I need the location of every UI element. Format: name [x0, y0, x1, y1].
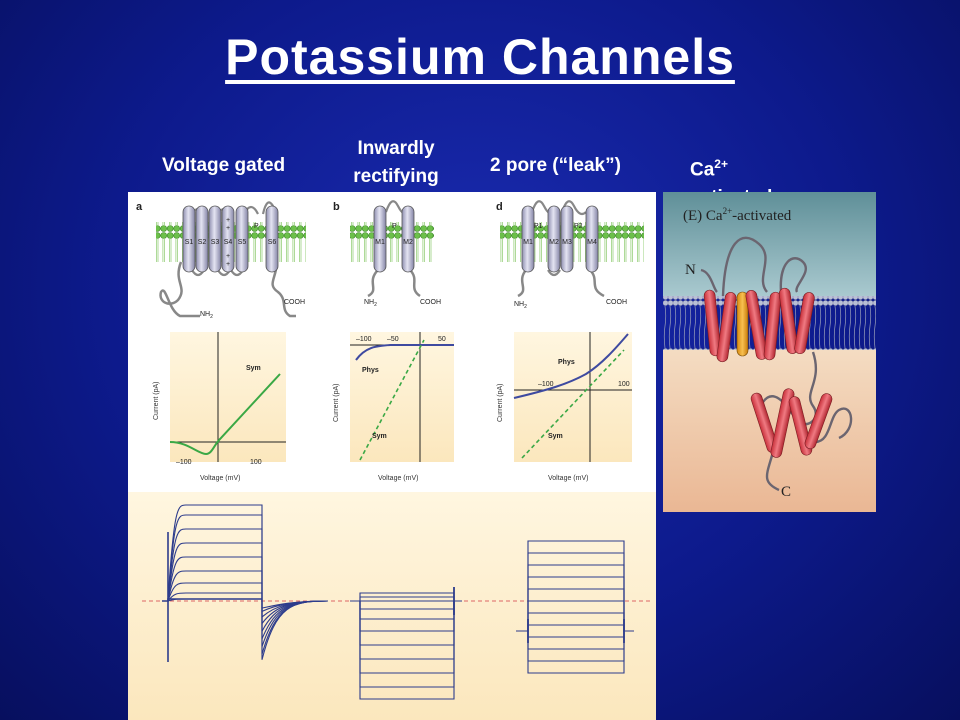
- label-S2: S2: [198, 239, 207, 246]
- iv-d-tick-0: –100: [538, 381, 554, 388]
- n-terminus-tail-a: [159, 261, 200, 318]
- c-terminus-tail-a: [271, 261, 296, 318]
- topology-two-pore: M1 M2 M3 M4 P1 P2 NH2 COOH: [514, 200, 627, 310]
- topology-inward-rectifier: M1 M2 P NH2 COOH: [364, 200, 441, 308]
- segment-b-M1: [373, 205, 387, 273]
- iv-b-sym: Sym: [372, 433, 387, 440]
- segment-S6: [265, 205, 279, 273]
- helix-e-2: [716, 292, 737, 363]
- label-d-M2: M2: [549, 239, 559, 246]
- traces-background: [128, 492, 656, 720]
- helix-e-3: [745, 290, 768, 360]
- iv-a-tick-0: –100: [176, 459, 192, 466]
- iv-d-phys: Phys: [558, 359, 575, 366]
- svg-text:+: +: [226, 225, 230, 232]
- iv-b-tick-0: –100: [356, 336, 372, 343]
- trace-ir-10: [350, 600, 462, 700]
- cooh-a: COOH: [284, 299, 305, 306]
- segment-b-M2: [401, 205, 415, 273]
- helix-e-1: [703, 289, 722, 357]
- helix-e-5: [778, 287, 799, 354]
- label-pore-d2: P2: [574, 223, 583, 230]
- label-d-M1: M1: [523, 239, 533, 246]
- iv-d-ylabel: Current (pA): [497, 383, 504, 422]
- topology-voltage-gated: S1 S2 S3 S4 S5 S6 + + + + P NH2 COOH: [159, 201, 305, 320]
- iv-a-tick-1: 100: [250, 459, 262, 466]
- helix-e-c2: [770, 388, 795, 458]
- helix-e-4: [763, 291, 782, 361]
- iv-b-tick-1: –50: [387, 336, 399, 343]
- label-ca: Ca: [690, 159, 715, 181]
- figure-ca-activated: (E) Ca2+-activated N C: [663, 192, 876, 512]
- iv-plot-inward-rectifier: –100 –50 50 Phys Sym Voltage (mV) Curren…: [333, 332, 454, 482]
- current-traces-inward-rectifier: [350, 587, 462, 700]
- current-traces-two-pore: [516, 540, 634, 674]
- segment-S4: [221, 205, 235, 273]
- slide-title: Potassium Channels: [225, 29, 735, 85]
- nh2-d: NH2: [514, 301, 527, 310]
- label-pore-d1: P1: [534, 223, 543, 230]
- label-S1: S1: [185, 239, 194, 246]
- iv-a-ylabel: Current (pA): [153, 381, 160, 420]
- label-b-M2: M2: [403, 239, 413, 246]
- iv-plot-two-pore: Phys Sym –100 100 Voltage (mV) Current (…: [497, 332, 632, 482]
- panel-letter-a: a: [136, 201, 143, 213]
- segment-d-M3: [560, 205, 574, 273]
- label-S3: S3: [211, 239, 220, 246]
- trace-leak-11: [516, 630, 634, 674]
- iv-b-xlabel: Voltage (mV): [378, 475, 418, 482]
- fig-e-label: (E) Ca2+-activated: [683, 206, 792, 224]
- svg-text:+: +: [226, 253, 230, 260]
- label-inwardly-line1: Inwardly: [357, 138, 435, 159]
- label-inwardly-rectifying: Inwardly rectifying: [342, 135, 450, 191]
- figure-panel: a b d S1 S2 S3 S4 S5 S6 + + +: [128, 192, 656, 720]
- n-terminus-label: N: [685, 262, 696, 278]
- iv-d-sym: Sym: [548, 433, 563, 440]
- label-voltage-gated: Voltage gated: [162, 155, 286, 176]
- segment-d-M2: [547, 205, 561, 273]
- membrane-b: [350, 222, 434, 262]
- iv-plot-voltage-gated: Sym –100 100 Voltage (mV) Current (pA): [153, 332, 286, 482]
- segment-S5: [235, 205, 249, 273]
- label-two-pore: 2 pore (“leak”): [490, 155, 621, 176]
- c-terminus-label: C: [781, 484, 791, 500]
- label-pore-a: P: [254, 223, 259, 230]
- trace-vg-8: [162, 504, 329, 660]
- helix-e-6: [794, 292, 815, 354]
- label-S4: S4: [224, 239, 233, 246]
- figure-ca-activated-svg: (E) Ca2+-activated N C: [663, 192, 876, 512]
- panel-letter-b: b: [333, 201, 340, 213]
- cooh-d: COOH: [606, 299, 627, 306]
- iv-d-xlabel: Voltage (mV): [548, 475, 588, 482]
- iv-d-tick-1: 100: [618, 381, 630, 388]
- label-inwardly-line2: rectifying: [353, 166, 439, 187]
- segment-d-M4: [585, 205, 599, 273]
- label-d-M3: M3: [562, 239, 572, 246]
- cooh-b: COOH: [420, 299, 441, 306]
- nh2-a: NH2: [200, 311, 213, 320]
- label-S6: S6: [268, 239, 277, 246]
- segment-S3: [208, 205, 222, 273]
- label-b-M1: M1: [375, 239, 385, 246]
- iv-b-ylabel: Current (pA): [333, 383, 340, 422]
- iv-b-tick-2: 50: [438, 336, 446, 343]
- svg-text:+: +: [226, 217, 230, 224]
- label-S5: S5: [238, 239, 247, 246]
- nh2-b: NH2: [364, 299, 377, 308]
- label-d-M4: M4: [587, 239, 597, 246]
- figure-panel-svg: a b d S1 S2 S3 S4 S5 S6 + + +: [128, 200, 656, 720]
- segment-S1: [182, 205, 196, 273]
- iv-a-sym: Sym: [246, 365, 261, 372]
- segment-d-M1: [521, 205, 535, 273]
- helix-e-pore: [736, 291, 749, 357]
- current-traces-voltage-gated: [162, 504, 329, 662]
- panel-letter-d: d: [496, 201, 503, 213]
- helix-e-c4: [804, 393, 833, 450]
- label-pore-b: P: [392, 223, 397, 230]
- iv-a-xlabel: Voltage (mV): [200, 475, 240, 482]
- iv-b-phys: Phys: [362, 367, 379, 374]
- segment-S2: [195, 205, 209, 273]
- label-ca-sup: 2+: [714, 157, 728, 171]
- svg-text:+: +: [226, 261, 230, 268]
